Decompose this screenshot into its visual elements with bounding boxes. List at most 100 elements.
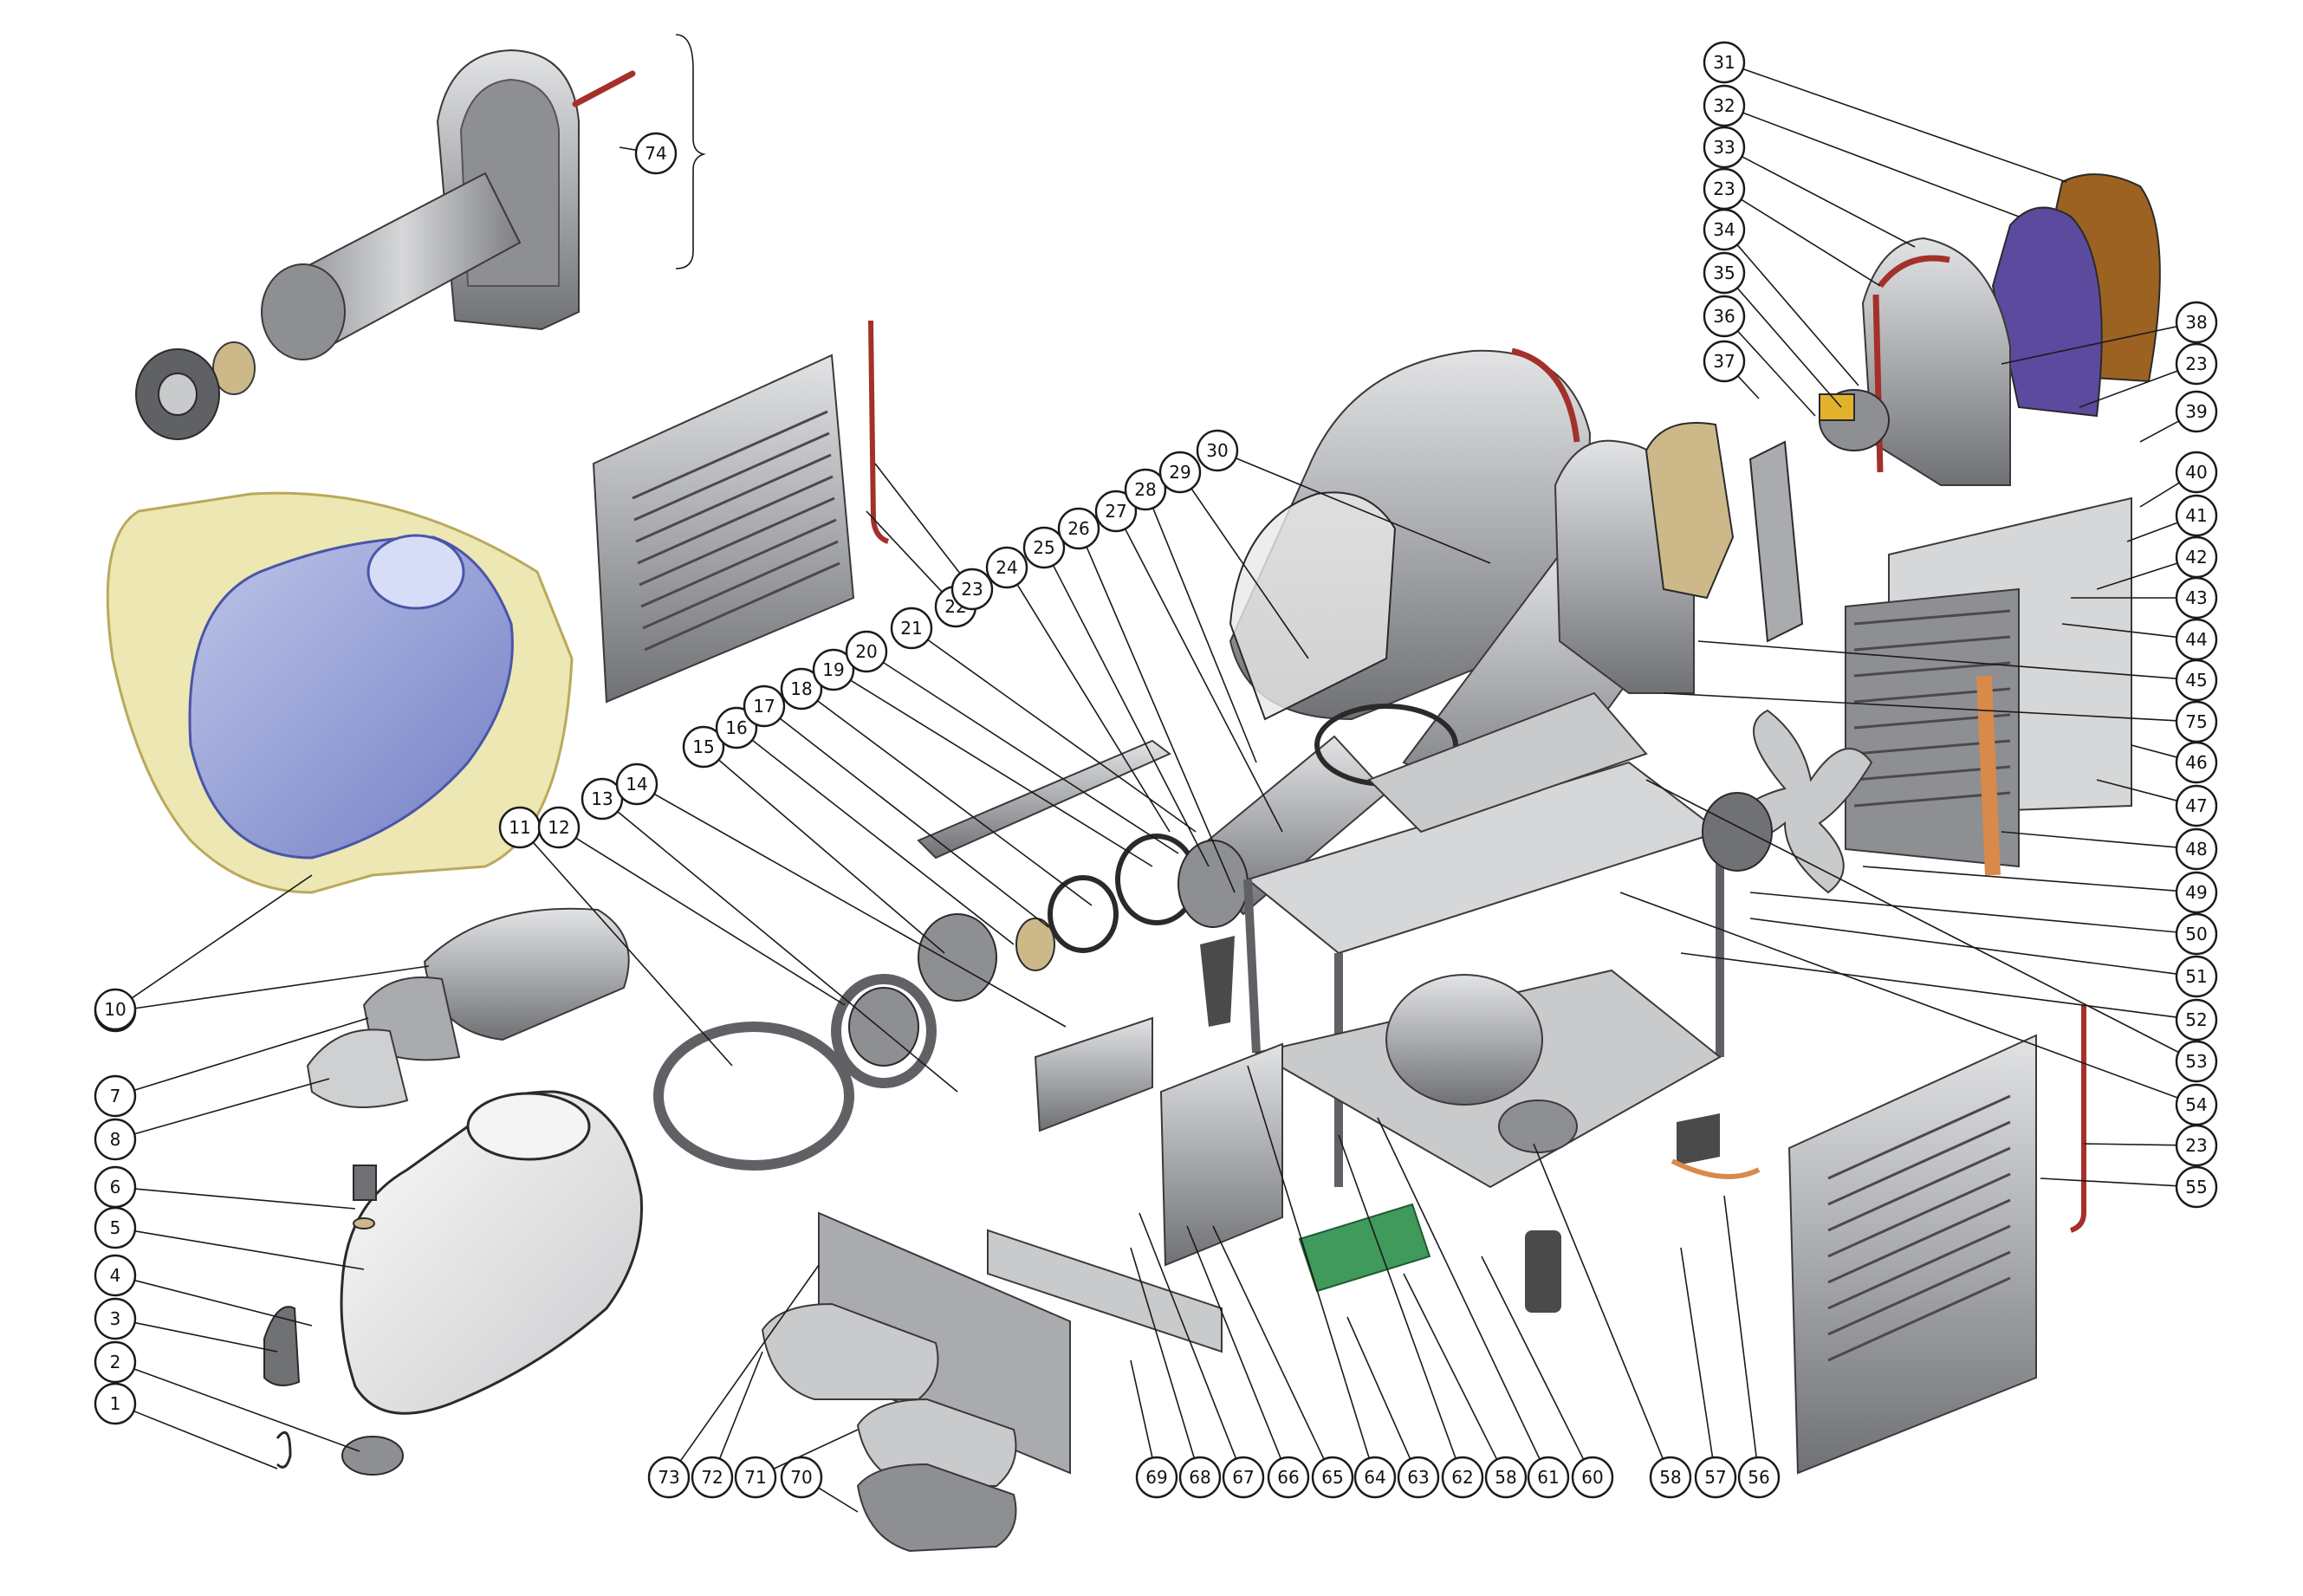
callout-number: 68 (1189, 1467, 1210, 1488)
leader-line-28 (1152, 508, 1257, 763)
callout-circle (2175, 871, 2218, 914)
bowl-opening (466, 1092, 591, 1161)
callout-41: 41 (2175, 494, 2218, 537)
callout-number: 66 (1277, 1467, 1299, 1488)
callout-number: 75 (2185, 711, 2207, 732)
callout-number: 58 (1495, 1467, 1516, 1488)
auger-motor-subassembly (135, 49, 636, 440)
callout-circle (2175, 741, 2218, 784)
callout-number: 71 (744, 1467, 766, 1488)
callout-67: 67 (1222, 1456, 1265, 1499)
callout-number: 36 (1713, 306, 1735, 327)
tap-body (341, 1436, 404, 1476)
callout-19: 19 (812, 648, 855, 691)
callout-30: 30 (1196, 429, 1239, 472)
callout-72: 72 (691, 1456, 734, 1499)
callout-number: 12 (548, 817, 569, 838)
callout-number: 11 (509, 817, 530, 838)
float-valve (353, 1165, 377, 1201)
callout-number: 37 (1713, 351, 1735, 372)
callout-circle (1703, 41, 1746, 84)
parts-illustration (106, 34, 2161, 1553)
leader-lines (131, 68, 2180, 1513)
callout-circle (615, 762, 658, 806)
callout-number: 42 (2185, 547, 2207, 568)
callout-23d: 23 (2175, 1124, 2218, 1167)
callout-circle (1703, 208, 1746, 251)
leader-line-6 (134, 1188, 356, 1210)
leader-line-34 (1736, 243, 1859, 386)
callout-circle (1353, 1456, 1397, 1499)
callout-number: 45 (2185, 670, 2207, 691)
callout-number: 58 (1659, 1467, 1681, 1488)
leader-line-50 (1749, 892, 2177, 933)
callout-number: 46 (2185, 752, 2207, 773)
callout-60: 60 (1571, 1456, 1614, 1499)
callout-10: 10 (94, 988, 137, 1031)
callout-circle (1022, 526, 1066, 569)
callout-number: 63 (1407, 1467, 1429, 1488)
leader-line-37 (1737, 375, 1760, 399)
callout-circle (1441, 1456, 1484, 1499)
callout-56: 56 (1737, 1456, 1781, 1499)
callout-circle (2175, 912, 2218, 956)
callout-73: 73 (647, 1456, 691, 1499)
callout-4: 4 (94, 1254, 137, 1297)
callout-number: 2 (110, 1352, 121, 1372)
callout-circle (2175, 1040, 2218, 1083)
callout-27: 27 (1094, 490, 1138, 533)
wiper-blade (1200, 936, 1235, 1027)
bowl-assembly (106, 491, 574, 894)
callout-29: 29 (1158, 451, 1202, 494)
drip-tray-grid-72 (761, 1302, 939, 1400)
leader-line-4 (134, 1279, 313, 1327)
callout-circle (537, 806, 581, 849)
callout-68: 68 (1178, 1456, 1222, 1499)
callout-number: 69 (1145, 1467, 1167, 1488)
callout-number: 14 (626, 774, 647, 795)
callout-number: 10 (104, 999, 126, 1020)
bracket-69 (987, 1229, 1223, 1353)
auger-frame (653, 1022, 854, 1171)
callout-number: 8 (110, 1129, 121, 1150)
callout-circle (2175, 494, 2218, 537)
callout-number: 51 (2185, 966, 2207, 987)
filter-cylinder (1525, 1230, 1561, 1313)
callout-18: 18 (780, 667, 823, 710)
callout-number: 18 (790, 678, 812, 699)
callout-circle (1178, 1456, 1222, 1499)
callout-number: 38 (2185, 312, 2207, 333)
callout-66: 66 (1267, 1456, 1310, 1499)
leader-line-51 (1749, 918, 2177, 975)
callout-circle (2175, 301, 2218, 344)
callout-circle (2175, 1124, 2218, 1167)
callout-circle (94, 1254, 137, 1297)
callout-number: 23 (2185, 1135, 2207, 1156)
leader-line-2 (133, 1368, 360, 1452)
callout-number: 40 (2185, 462, 2207, 483)
callout-circle (1267, 1456, 1310, 1499)
callout-circle (734, 1456, 777, 1499)
callout-32: 32 (1703, 84, 1746, 127)
compressor (1385, 974, 1543, 1106)
callout-number: 62 (1451, 1467, 1473, 1488)
callout-2: 2 (94, 1340, 137, 1384)
leader-line-23a (874, 463, 961, 574)
callout-number: 73 (658, 1467, 679, 1488)
leader-line-30 (1235, 457, 1491, 564)
switch-panel-left (1034, 1016, 1153, 1132)
callout-number: 23 (961, 579, 983, 600)
callout-circle (94, 1340, 137, 1384)
callout-number: 19 (822, 659, 844, 680)
callout-number: 24 (996, 557, 1017, 578)
callout-number: 30 (1206, 440, 1228, 461)
leader-line-55 (2040, 1178, 2177, 1187)
callout-number: 28 (1134, 479, 1156, 500)
callouts: 1234568791011121314151617181920212223242… (94, 41, 2218, 1499)
leader-line-3 (134, 1321, 278, 1353)
leader-line-47 (2096, 779, 2177, 801)
right-side-panel (1787, 1005, 2086, 1475)
callout-circle (1694, 1456, 1737, 1499)
callout-circle (1703, 126, 1746, 169)
callout-number: 26 (1067, 518, 1089, 539)
